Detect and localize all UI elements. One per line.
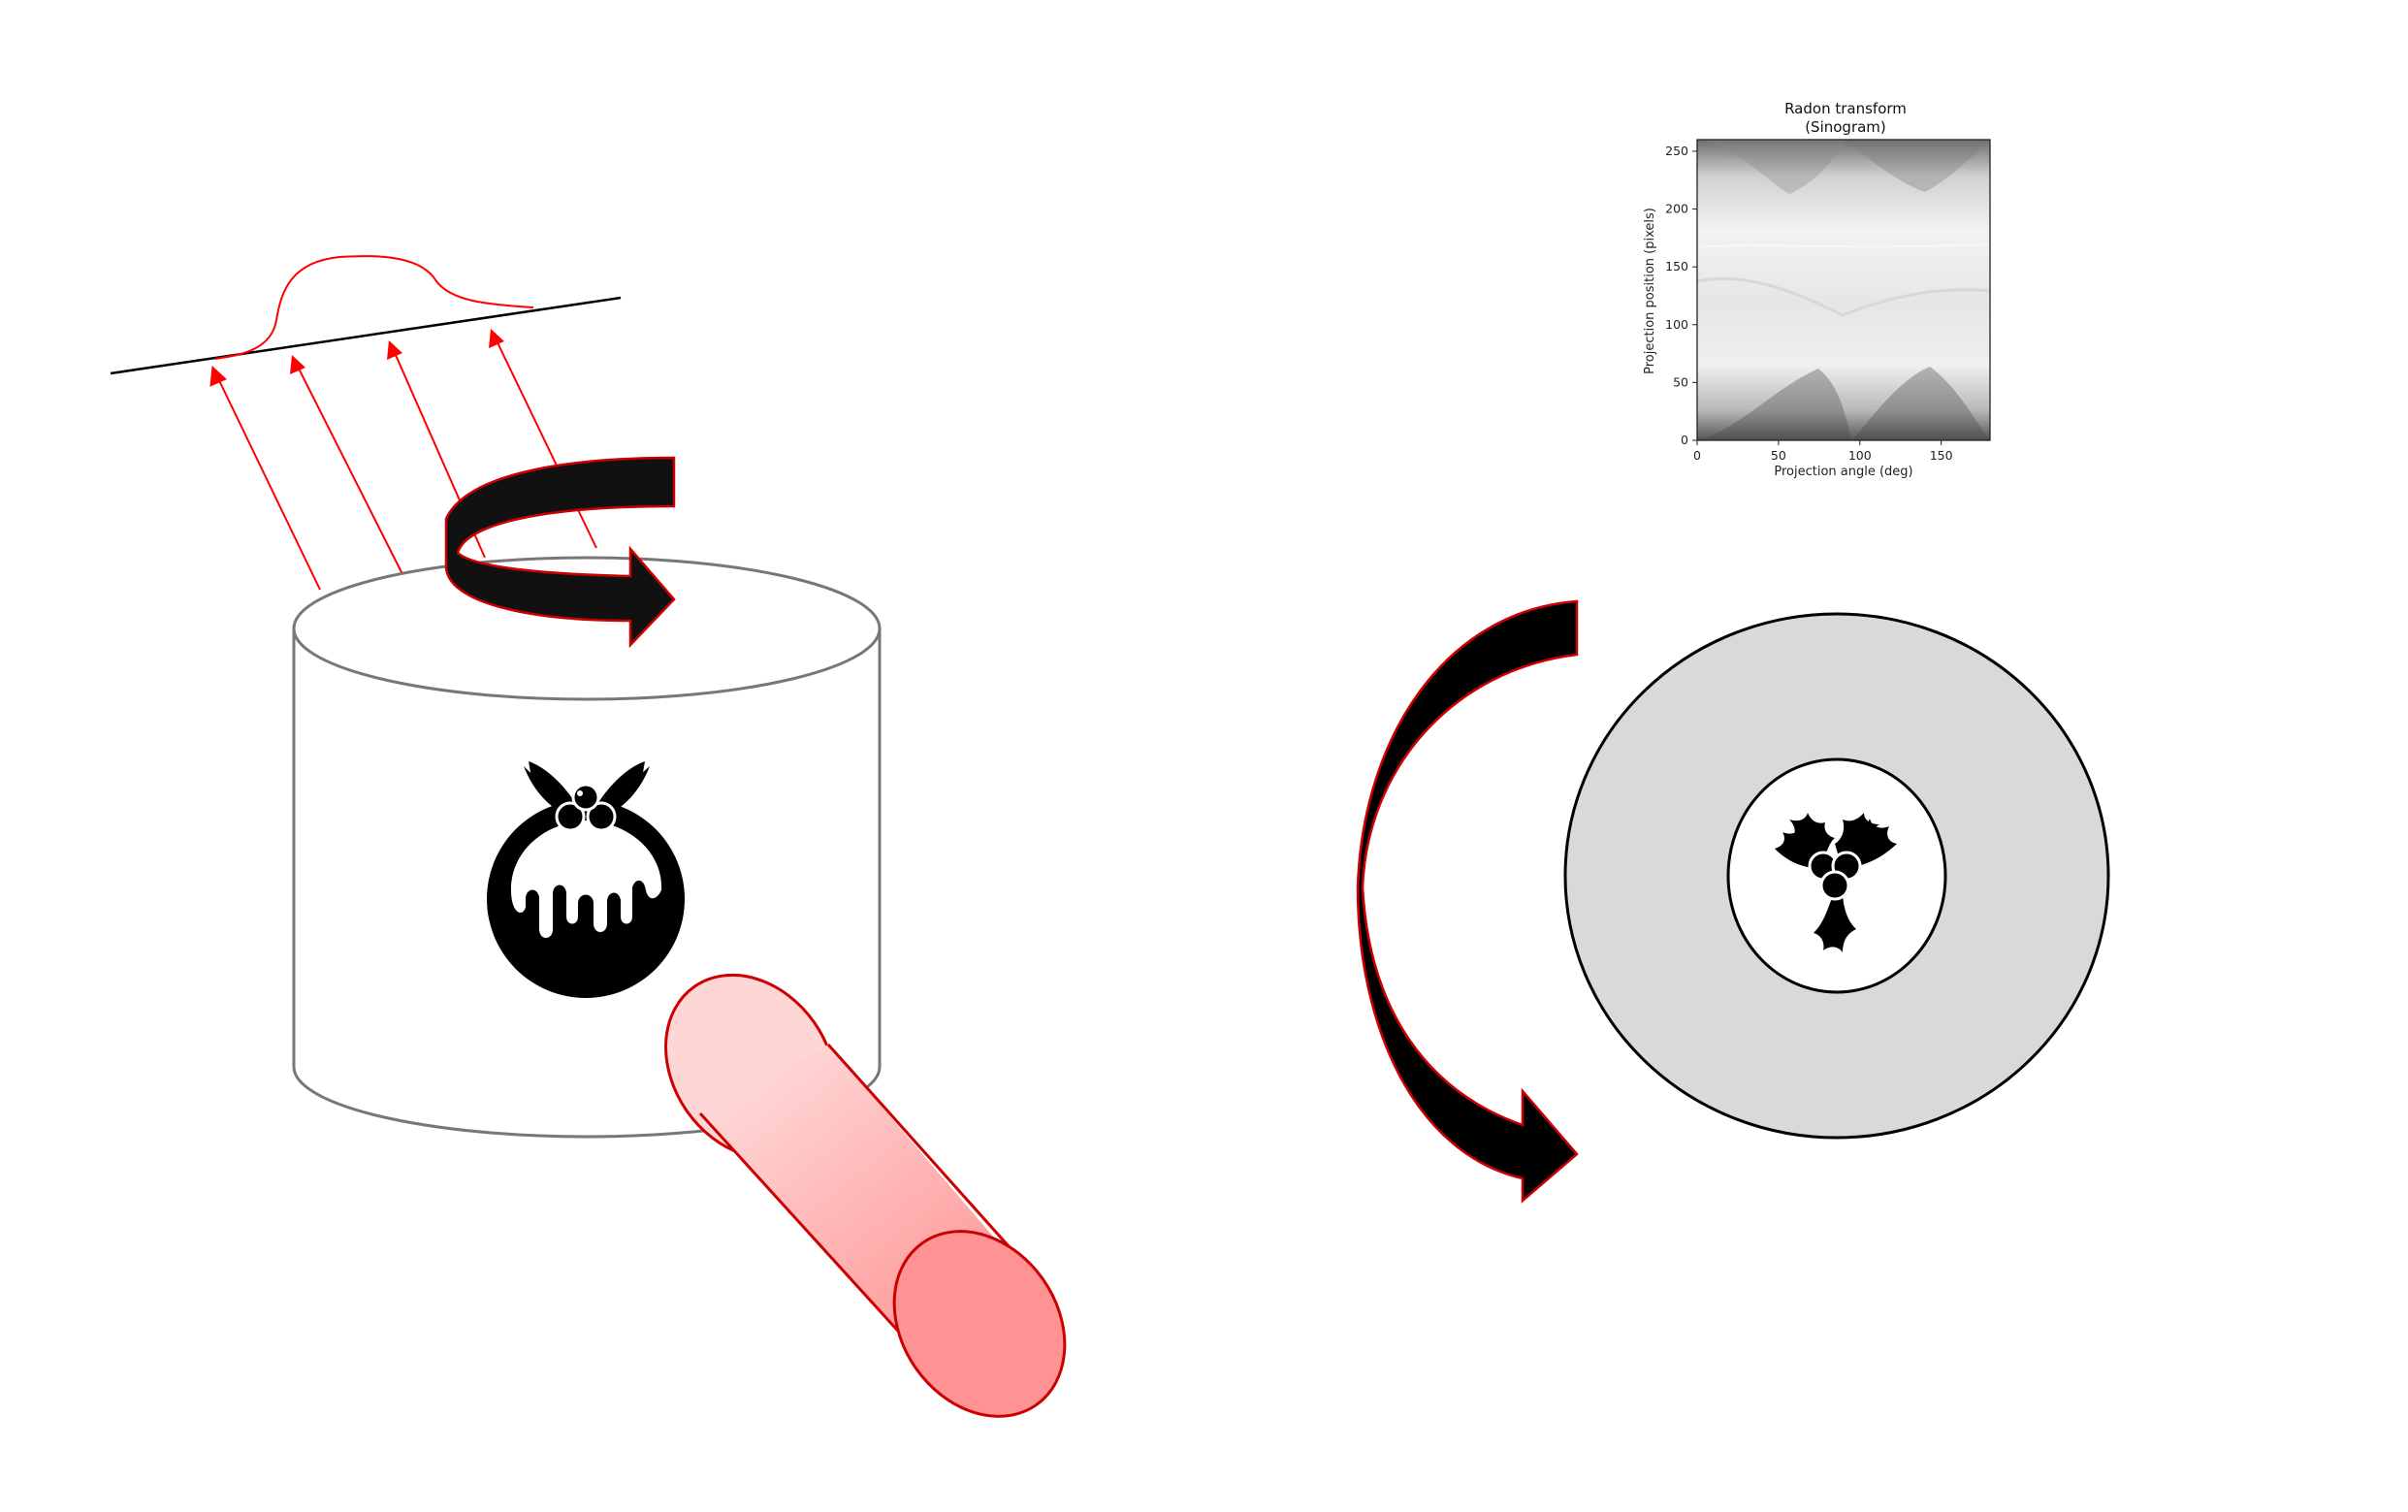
x-tick-label: 150 (1930, 448, 1953, 463)
projection-profile (214, 255, 534, 360)
x-ray-source-beam (664, 973, 1067, 1418)
christmas-pudding-icon (487, 761, 685, 998)
cross-section (1563, 612, 2110, 1140)
y-tick-label: 100 (1665, 317, 1688, 332)
sinogram-title-line1: Radon transform (1784, 100, 1907, 117)
y-tick-label: 150 (1665, 259, 1688, 273)
beam-front-cap (892, 1230, 1067, 1418)
rotation-arrow-top (444, 456, 676, 649)
x-tick-label: 50 (1771, 448, 1786, 463)
ray-arrowhead (290, 355, 305, 374)
sinogram-x-ticks: 0 50 100 150 (1693, 440, 1953, 463)
x-ray-rays (209, 329, 597, 591)
sinogram-plot-area (1696, 139, 1991, 441)
sinogram-ylabel: Projection position (pixels) (1643, 208, 1657, 374)
rotation-arrow-side (1356, 599, 1579, 1204)
holly-icon (1775, 813, 1897, 952)
sinogram-title-line2: (Sinogram) (1805, 118, 1886, 136)
y-tick-label: 200 (1665, 202, 1688, 216)
cylinder-top (292, 556, 882, 701)
ray (493, 334, 597, 549)
y-tick-label: 50 (1673, 374, 1688, 389)
sinogram-y-ticks: 0 50 100 150 200 250 (1665, 144, 1697, 447)
ray (294, 360, 403, 575)
ray-arrowhead (387, 340, 402, 360)
ray-arrowhead (209, 365, 227, 387)
ray-arrowhead (489, 329, 504, 348)
sinogram-xlabel: Projection angle (deg) (1774, 465, 1912, 479)
y-tick-label: 250 (1665, 144, 1688, 158)
detector (110, 255, 622, 375)
detector-line (110, 296, 622, 375)
y-tick-label: 0 (1681, 433, 1688, 447)
x-tick-label: 0 (1693, 448, 1701, 463)
sinogram-chart: Radon transform (Sinogram) 0 50 100 150 0 50… (1643, 100, 1991, 479)
ray (214, 371, 321, 591)
x-tick-label: 100 (1848, 448, 1872, 463)
